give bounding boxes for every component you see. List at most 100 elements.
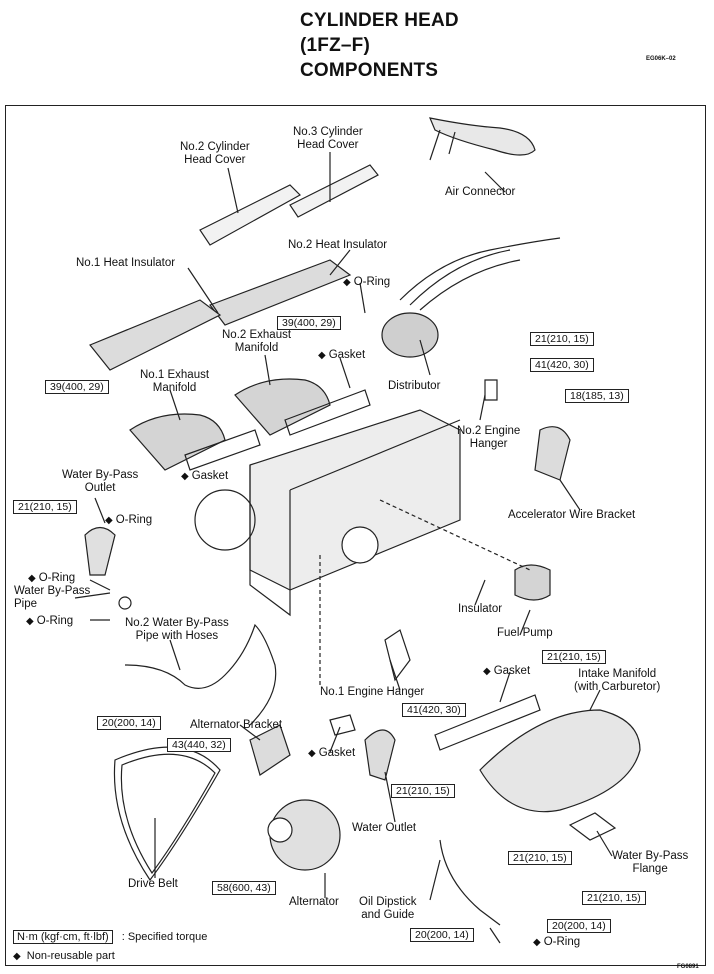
label-text: Gasket bbox=[493, 665, 531, 677]
label-line: Manifold bbox=[234, 342, 279, 354]
legend-torque-unit: N·m (kgf·cm, ft·lbf) bbox=[13, 930, 113, 944]
label-intake-manifold: Intake Manifold (with Carburetor) bbox=[574, 668, 660, 694]
label-drive-belt: Drive Belt bbox=[128, 878, 178, 890]
label-no2-engine-hanger: No.2 Engine Hanger bbox=[457, 425, 520, 451]
label-line: No.1 Exhaust bbox=[140, 369, 210, 381]
non-reusable-marker: ◆ bbox=[105, 515, 113, 526]
label-water-outlet: Water Outlet bbox=[352, 822, 417, 834]
label-alternator-bracket: Alternator Bracket bbox=[190, 719, 283, 731]
label-line: Manifold bbox=[152, 382, 197, 394]
label-water-bypass-flange: Water By-Pass Flange bbox=[612, 850, 688, 876]
label-line: Water By-Pass bbox=[14, 585, 91, 597]
label-text: O-Ring bbox=[36, 615, 74, 627]
label-line: Intake Manifold bbox=[578, 668, 657, 680]
label-no2-water-bypass-pipe: No.2 Water By-Pass Pipe with Hoses bbox=[125, 617, 229, 643]
torque-spec: 21(210, 15) bbox=[530, 332, 594, 346]
legend-torque-text: : Specified torque bbox=[121, 931, 208, 943]
torque-spec: 39(400, 29) bbox=[277, 316, 341, 330]
non-reusable-marker: ◆ bbox=[343, 277, 351, 288]
label-no1-engine-hanger: No.1 Engine Hanger bbox=[320, 686, 425, 698]
label-line: Water By-Pass bbox=[612, 850, 689, 862]
label-line: Pipe with Hoses bbox=[135, 630, 219, 642]
non-reusable-marker: ◆ bbox=[181, 471, 189, 482]
torque-spec: 21(210, 15) bbox=[542, 650, 606, 664]
non-reusable-marker: ◆ bbox=[13, 951, 21, 962]
label-line: No.3 Cylinder bbox=[293, 126, 363, 138]
torque-spec: 20(200, 14) bbox=[547, 919, 611, 933]
label-line: Outlet bbox=[84, 482, 116, 494]
label-gasket-exhaust-1: ◆Gasket bbox=[181, 470, 228, 483]
label-no2-cylinder-head-cover: No.2 Cylinder Head Cover bbox=[180, 141, 250, 167]
label-line: Water By-Pass bbox=[62, 469, 139, 481]
label-line: Pipe bbox=[14, 598, 38, 610]
label-fuel-pump: Fuel Pump bbox=[497, 627, 553, 639]
torque-spec: 39(400, 29) bbox=[45, 380, 109, 394]
label-gasket-exhaust-2: ◆Gasket bbox=[318, 349, 365, 362]
label-text: Gasket bbox=[191, 470, 229, 482]
label-no2-heat-insulator: No.2 Heat Insulator bbox=[288, 239, 388, 251]
label-text: O-Ring bbox=[38, 572, 76, 584]
title-line-2: (1FZ–F) bbox=[300, 35, 371, 56]
torque-spec: 41(420, 30) bbox=[402, 703, 466, 717]
non-reusable-marker: ◆ bbox=[533, 937, 541, 948]
torque-spec: 41(420, 30) bbox=[530, 358, 594, 372]
non-reusable-marker: ◆ bbox=[28, 573, 36, 584]
label-line: Head Cover bbox=[184, 154, 246, 166]
label-oring-pipe-lower: ◆O-Ring bbox=[26, 615, 73, 628]
torque-spec: 43(440, 32) bbox=[167, 738, 231, 752]
torque-spec: 20(200, 14) bbox=[410, 928, 474, 942]
label-no3-cylinder-head-cover: No.3 Cylinder Head Cover bbox=[293, 126, 363, 152]
title-line-1: CYLINDER HEAD bbox=[300, 10, 459, 31]
non-reusable-marker: ◆ bbox=[308, 748, 316, 759]
title-line-3: COMPONENTS bbox=[300, 60, 439, 81]
legend-non-reusable: ◆ Non-reusable part bbox=[13, 950, 115, 962]
label-oring-outlet: ◆O-Ring bbox=[105, 514, 152, 527]
label-text: Gasket bbox=[318, 747, 356, 759]
torque-spec: 21(210, 15) bbox=[508, 851, 572, 865]
label-line: Hanger bbox=[469, 438, 508, 450]
torque-spec: 18(185, 13) bbox=[565, 389, 629, 403]
label-line: No.2 Engine bbox=[457, 425, 521, 437]
label-water-bypass-outlet: Water By-Pass Outlet bbox=[62, 469, 138, 495]
label-text: O-Ring bbox=[543, 936, 581, 948]
figure-code-top: EG06K–02 bbox=[646, 56, 676, 62]
label-oring-bottom: ◆O-Ring bbox=[533, 936, 580, 949]
label-text: Gasket bbox=[328, 349, 366, 361]
label-line: and Guide bbox=[361, 909, 415, 921]
label-line: Oil Dipstick bbox=[359, 896, 417, 908]
torque-spec: 21(210, 15) bbox=[13, 500, 77, 514]
page-title: CYLINDER HEAD (1FZ–F) COMPONENTS bbox=[300, 8, 459, 83]
label-line: (with Carburetor) bbox=[574, 681, 661, 693]
label-line: No.2 Cylinder bbox=[180, 141, 250, 153]
label-gasket-intake: ◆Gasket bbox=[483, 665, 530, 678]
non-reusable-marker: ◆ bbox=[318, 350, 326, 361]
label-oring-pipe: ◆O-Ring bbox=[28, 572, 75, 585]
label-line: No.2 Exhaust bbox=[222, 329, 292, 341]
diagram-frame bbox=[5, 105, 706, 966]
label-text: O-Ring bbox=[353, 276, 391, 288]
figure-code-bottom: FG0891 bbox=[677, 964, 699, 970]
legend-nonreuse-text: Non-reusable part bbox=[26, 950, 115, 962]
label-oil-dipstick: Oil Dipstick and Guide bbox=[359, 896, 417, 922]
label-oring-distributor: ◆O-Ring bbox=[343, 276, 390, 289]
label-no2-exhaust-manifold: No.2 Exhaust Manifold bbox=[222, 329, 291, 355]
label-line: Flange bbox=[632, 863, 668, 875]
torque-spec: 58(600, 43) bbox=[212, 881, 276, 895]
label-no1-heat-insulator: No.1 Heat Insulator bbox=[76, 257, 176, 269]
label-line: No.2 Water By-Pass bbox=[125, 617, 229, 629]
torque-spec: 21(210, 15) bbox=[391, 784, 455, 798]
label-air-connector: Air Connector bbox=[445, 186, 516, 198]
legend-torque: N·m (kgf·cm, ft·lbf) : Specified torque bbox=[13, 930, 208, 944]
label-water-bypass-pipe: Water By-Pass Pipe bbox=[14, 585, 90, 611]
torque-spec: 20(200, 14) bbox=[97, 716, 161, 730]
label-alternator: Alternator bbox=[289, 896, 339, 908]
label-gasket-water-outlet: ◆Gasket bbox=[308, 747, 355, 760]
non-reusable-marker: ◆ bbox=[26, 616, 34, 627]
label-line: Head Cover bbox=[297, 139, 359, 151]
label-insulator: Insulator bbox=[458, 603, 503, 615]
label-distributor: Distributor bbox=[388, 380, 441, 392]
label-no1-exhaust-manifold: No.1 Exhaust Manifold bbox=[140, 369, 209, 395]
torque-spec: 21(210, 15) bbox=[582, 891, 646, 905]
non-reusable-marker: ◆ bbox=[483, 666, 491, 677]
